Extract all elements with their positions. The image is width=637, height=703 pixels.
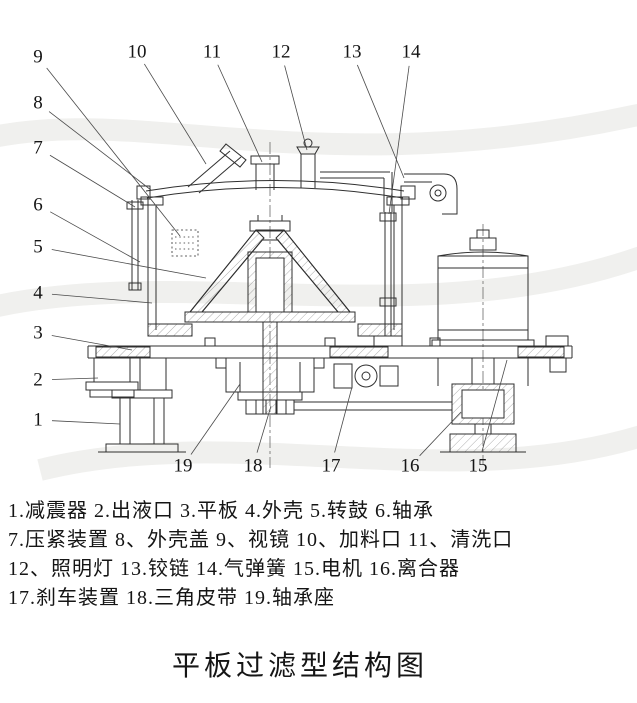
figure-title: 平板过滤型结构图 bbox=[171, 651, 428, 682]
part-plate bbox=[87, 335, 573, 373]
leader-line-2 bbox=[51, 377, 99, 380]
leader-line-7 bbox=[49, 154, 136, 208]
part-gas-spring bbox=[320, 171, 403, 347]
callout-number-11: 11 bbox=[202, 41, 222, 63]
part-brake bbox=[333, 363, 399, 389]
leader-line-17 bbox=[334, 386, 353, 453]
callout-number-14: 14 bbox=[401, 41, 421, 63]
part-lamp bbox=[296, 138, 320, 188]
legend-line-3: 12、照明灯 13.铰链 14.气弹簧 15.电机 16.离合器 bbox=[8, 558, 460, 580]
legend-line-1: 1.减震器 2.出液口 3.平板 4.外壳 5.转鼓 6.轴承 bbox=[8, 500, 434, 522]
part-feed-port bbox=[187, 143, 247, 194]
part-drum bbox=[184, 215, 356, 323]
callout-number-8: 8 bbox=[33, 92, 43, 114]
part-clutch bbox=[440, 357, 526, 453]
leader-line-16 bbox=[419, 411, 462, 457]
callout-number-1: 1 bbox=[33, 409, 43, 431]
callout-number-7: 7 bbox=[33, 137, 43, 159]
leader-line-8 bbox=[48, 111, 152, 191]
leader-lines bbox=[46, 63, 508, 457]
callout-number-13: 13 bbox=[342, 41, 362, 63]
part-sight-glass bbox=[171, 229, 199, 257]
background-watermark bbox=[0, 103, 637, 481]
leader-line-13 bbox=[356, 64, 405, 179]
leader-line-12 bbox=[284, 65, 308, 151]
callout-number-18: 18 bbox=[243, 455, 263, 477]
part-shaft bbox=[247, 251, 293, 415]
part-housing-cover bbox=[136, 180, 416, 200]
callout-number-12: 12 bbox=[271, 41, 291, 63]
part-bearing-housing bbox=[215, 357, 325, 401]
callout-number-19: 19 bbox=[173, 455, 193, 477]
part-pressing-device bbox=[126, 200, 144, 291]
leader-line-11 bbox=[217, 64, 263, 163]
part-motor bbox=[431, 229, 535, 386]
legend-line-4: 17.刹车装置 18.三角皮带 19.轴承座 bbox=[8, 587, 335, 609]
callout-number-5: 5 bbox=[33, 236, 43, 258]
leader-line-10 bbox=[144, 63, 207, 165]
part-cleaning-port bbox=[250, 155, 280, 190]
leader-line-18 bbox=[256, 405, 272, 453]
part-v-belt bbox=[245, 399, 452, 415]
callout-number-3: 3 bbox=[33, 322, 43, 344]
callout-number-6: 6 bbox=[33, 194, 43, 216]
leader-line-3 bbox=[51, 335, 133, 351]
parts-legend: 1.减震器 2.出液口 3.平板 4.外壳 5.转鼓 6.轴承 7.压紧装置 8… bbox=[8, 497, 628, 613]
callout-number-9: 9 bbox=[33, 46, 43, 68]
leader-line-5 bbox=[51, 249, 207, 279]
callout-number-2: 2 bbox=[33, 369, 43, 391]
legend-line-2: 7.压紧装置 8、外壳盖 9、视镜 10、加料口 11、清洗口 bbox=[8, 529, 514, 551]
leader-line-9 bbox=[46, 67, 181, 237]
leader-line-19 bbox=[190, 383, 241, 455]
part-hinge bbox=[404, 173, 458, 215]
callout-number-10: 10 bbox=[127, 41, 147, 63]
leader-line-4 bbox=[51, 293, 153, 304]
leader-line-14 bbox=[388, 65, 410, 215]
callout-number-16: 16 bbox=[400, 455, 420, 477]
leader-line-15 bbox=[481, 359, 508, 453]
callout-number-17: 17 bbox=[321, 455, 341, 477]
leader-line-1 bbox=[51, 420, 121, 425]
leader-line-6 bbox=[50, 211, 141, 263]
callout-number-15: 15 bbox=[468, 455, 488, 477]
part-shock-absorber bbox=[98, 357, 186, 453]
callout-number-4: 4 bbox=[33, 282, 43, 304]
